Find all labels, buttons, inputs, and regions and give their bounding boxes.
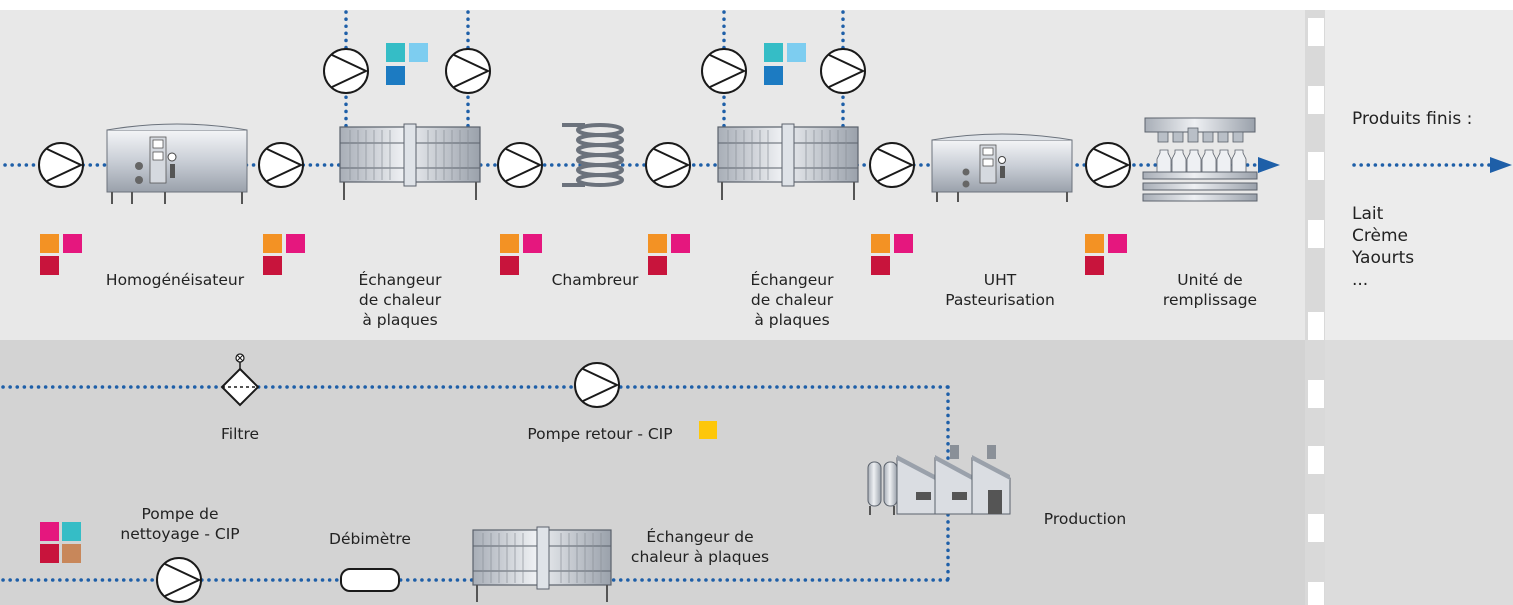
finished-products-title: Produits finis : bbox=[1352, 109, 1473, 129]
pump-icon bbox=[156, 557, 202, 603]
finished-product-item: ... bbox=[1352, 270, 1369, 290]
hx2-label-line: de chaleur bbox=[750, 291, 834, 309]
hx2-label-line: Échangeur bbox=[750, 271, 834, 289]
color-code-cluster bbox=[40, 234, 82, 275]
uht-label-line: UHT bbox=[983, 271, 1017, 289]
finished-product-item: Yaourts bbox=[1352, 248, 1415, 268]
color-code-cluster bbox=[764, 43, 806, 85]
plate-heat-exchanger-1 bbox=[339, 123, 481, 200]
homogenizer-label: Homogénéisateur bbox=[105, 271, 245, 289]
color-code-cluster bbox=[263, 234, 305, 275]
hx2-label-line: à plaques bbox=[754, 311, 830, 329]
pump-icon bbox=[869, 142, 915, 188]
hx3-label-line: Échangeur de bbox=[646, 528, 754, 546]
hx1-label-line: Échangeur bbox=[358, 271, 442, 289]
cleaning-pump-label-line: nettoyage - CIP bbox=[120, 525, 240, 543]
cleaning-pump-label: Pompe de nettoyage - CIP bbox=[110, 504, 250, 544]
products-band-bottom bbox=[1325, 340, 1513, 605]
filling-label-line: remplissage bbox=[1162, 291, 1258, 309]
color-code-cluster bbox=[1085, 234, 1127, 275]
plate-heat-exchanger-2 bbox=[717, 123, 859, 200]
cip-band bbox=[0, 340, 1305, 605]
filling-label-line: Unité de bbox=[1177, 271, 1243, 289]
pump-icon bbox=[701, 48, 747, 94]
dashed-separator bbox=[1305, 10, 1325, 605]
pump-icon bbox=[445, 48, 491, 94]
hx2-label: Échangeur de chaleur à plaques bbox=[732, 270, 852, 330]
pump-icon bbox=[645, 142, 691, 188]
finished-product-item: Crème bbox=[1352, 226, 1408, 246]
color-code-cluster bbox=[386, 43, 428, 85]
filter-icon bbox=[220, 353, 260, 407]
finished-products-list: Lait Crème Yaourts ... bbox=[1352, 203, 1414, 291]
flowmeter-label: Débimètre bbox=[329, 530, 411, 548]
finished-product-item: Lait bbox=[1352, 204, 1384, 224]
pump-icon bbox=[497, 142, 543, 188]
hx3-label: Échangeur de chaleur à plaques bbox=[620, 527, 780, 567]
hx1-label-line: de chaleur bbox=[358, 291, 442, 309]
hx1-label: Échangeur de chaleur à plaques bbox=[340, 270, 460, 330]
chambreur-label: Chambreur bbox=[551, 271, 639, 289]
filling-machine bbox=[1142, 117, 1258, 202]
pump-icon bbox=[323, 48, 369, 94]
uht-machine bbox=[931, 133, 1073, 202]
color-code-cluster bbox=[500, 234, 542, 275]
pump-icon bbox=[820, 48, 866, 94]
hx1-label-line: à plaques bbox=[362, 311, 438, 329]
color-code-cluster bbox=[871, 234, 913, 275]
pump-icon bbox=[258, 142, 304, 188]
color-code-yellow bbox=[699, 421, 717, 439]
homogenizer-machine bbox=[106, 123, 248, 204]
products-band-top bbox=[1325, 10, 1513, 340]
hx3-label-line: chaleur à plaques bbox=[630, 548, 770, 566]
pump-icon bbox=[574, 362, 620, 408]
filling-label: Unité de remplissage bbox=[1150, 270, 1270, 310]
uht-label-line: Pasteurisation bbox=[945, 291, 1055, 309]
factory-icon bbox=[867, 445, 1011, 515]
color-code-cluster bbox=[648, 234, 690, 275]
holding-coil bbox=[562, 123, 624, 187]
return-pump-label: Pompe retour - CIP bbox=[527, 425, 673, 443]
filter-label: Filtre bbox=[220, 425, 260, 443]
plate-heat-exchanger-3 bbox=[472, 526, 612, 602]
pump-icon bbox=[38, 142, 84, 188]
process-arrow-head bbox=[1258, 157, 1280, 173]
uht-label: UHT Pasteurisation bbox=[930, 270, 1070, 310]
products-arrow-head bbox=[1490, 157, 1512, 173]
pump-icon bbox=[1085, 142, 1131, 188]
color-code-cluster bbox=[40, 522, 81, 563]
production-label: Production bbox=[1043, 510, 1127, 528]
flowmeter-icon bbox=[340, 568, 400, 592]
cleaning-pump-label-line: Pompe de bbox=[141, 505, 219, 523]
